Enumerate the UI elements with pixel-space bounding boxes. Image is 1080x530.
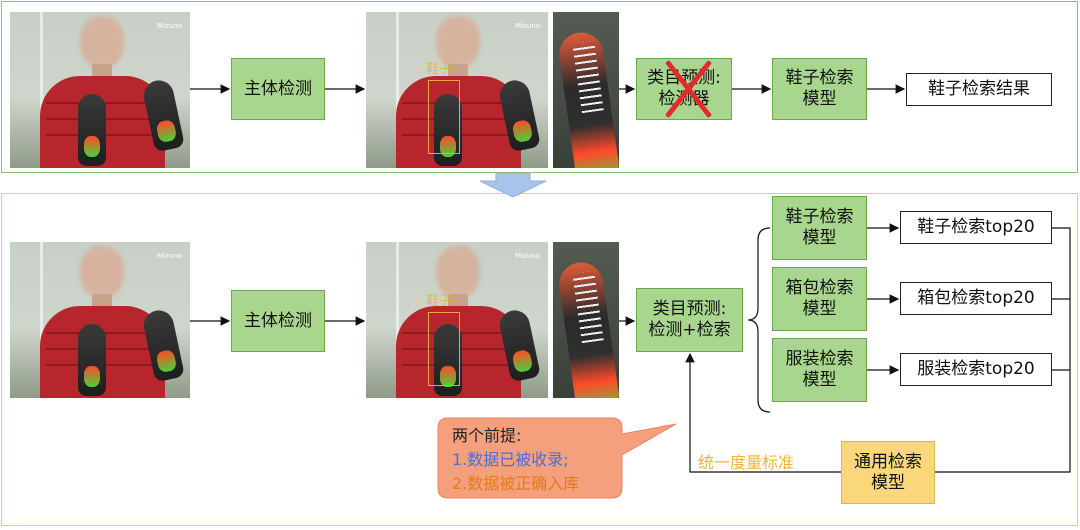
category-prediction-box-bottom: 类目预测: 检测+检索 xyxy=(636,288,743,352)
clothing-result-box: 服装检索top20 xyxy=(900,353,1052,386)
detection-class-label: 鞋子 xyxy=(426,62,453,77)
premise-line-1: 1.数据已被收录; xyxy=(452,450,569,469)
unified-metric-label: 统一度量标准 xyxy=(698,453,795,472)
shoe-closeup-bottom xyxy=(553,242,619,398)
general-model-label: 通用检索 模型 xyxy=(854,451,922,493)
photo-watermark: Mizuno xyxy=(515,252,540,260)
shoe-result-box: 鞋子检索top20 xyxy=(900,211,1052,244)
detected-photo-top: 鞋子 Mizuno xyxy=(366,12,548,168)
shoe-result-label: 鞋子检索结果 xyxy=(928,79,1030,99)
shoe-result-label: 鞋子检索top20 xyxy=(917,217,1035,237)
premise-title: 两个前提: xyxy=(452,426,522,445)
subject-detection-label: 主体检测 xyxy=(244,310,312,331)
photo-watermark: Mizuno xyxy=(157,252,182,260)
shoe-closeup-top xyxy=(553,12,619,168)
detected-photo-bottom: 鞋子 Mizuno xyxy=(366,242,548,398)
shoe-model-box-top: 鞋子检索 模型 xyxy=(772,58,867,120)
clothing-model-box: 服装检索 模型 xyxy=(772,338,867,402)
premise-line-2: 2.数据被正确入库 xyxy=(452,474,580,493)
shoe-model-label: 鞋子检索 模型 xyxy=(785,207,854,248)
shoe-model-box: 鞋子检索 模型 xyxy=(772,196,867,260)
clothing-model-label: 服装检索 模型 xyxy=(785,349,854,390)
category-prediction-label: 类目预测: 检测+检索 xyxy=(648,299,731,340)
shoe-result-box-top: 鞋子检索结果 xyxy=(906,73,1052,106)
detection-bounding-box xyxy=(428,312,460,386)
subject-detection-box-top: 主体检测 xyxy=(231,58,325,120)
subject-detection-box-bottom: 主体检测 xyxy=(231,290,325,352)
input-photo-bottom: Mizuno xyxy=(10,242,190,398)
bag-model-box: 箱包检索 模型 xyxy=(772,267,867,331)
photo-watermark: Mizuno xyxy=(515,22,540,30)
top-pipeline-panel xyxy=(1,1,1078,173)
bag-result-label: 箱包检索top20 xyxy=(917,288,1035,308)
photo-watermark: Mizuno xyxy=(157,22,182,30)
general-model-box: 通用检索 模型 xyxy=(841,441,935,504)
bag-model-label: 箱包检索 模型 xyxy=(785,278,854,319)
detection-bounding-box xyxy=(428,80,460,154)
subject-detection-label: 主体检测 xyxy=(244,78,312,99)
down-arrow-icon xyxy=(479,173,547,197)
bottom-pipeline-panel xyxy=(1,193,1078,526)
shoe-model-label: 鞋子检索 模型 xyxy=(785,68,854,109)
input-photo-top: Mizuno xyxy=(10,12,190,168)
detection-class-label: 鞋子 xyxy=(426,294,453,309)
clothing-result-label: 服装检索top20 xyxy=(917,359,1035,379)
bag-result-box: 箱包检索top20 xyxy=(900,282,1052,315)
